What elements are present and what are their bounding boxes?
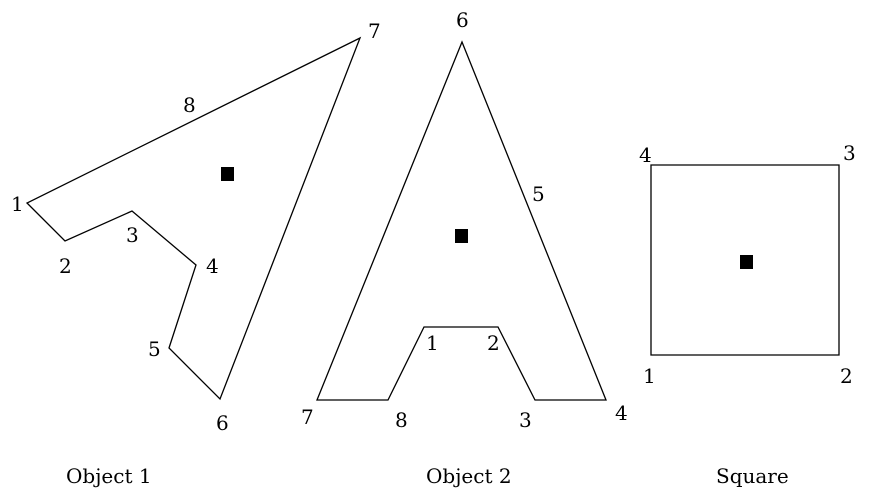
object-1-vertex-label-2: 2	[59, 254, 72, 278]
object-1-vertex-label-5: 5	[148, 337, 161, 361]
object-2-vertex-label-8: 8	[395, 408, 408, 432]
square-vertex-label-3: 3	[843, 141, 856, 165]
square-vertex-label-1: 1	[643, 364, 656, 388]
object-2-vertex-label-1: 1	[426, 331, 439, 355]
object-1-vertex-label-8: 8	[183, 93, 196, 117]
square-vertex-label-2: 2	[840, 364, 853, 388]
object-2-vertex-label-5: 5	[532, 182, 545, 206]
square-caption: Square	[716, 464, 789, 488]
square-outline	[650, 164, 840, 356]
object-1-vertex-label-1: 1	[11, 192, 24, 216]
object-1-center-marker	[221, 167, 234, 181]
square: 1 2 3 4 Square	[639, 141, 856, 488]
object-2-center-marker	[455, 229, 468, 243]
object-2-vertex-label-4: 4	[615, 401, 628, 425]
square-vertex-label-4: 4	[639, 143, 652, 167]
object-1: 1 2 3 4 5 6 7 8 Object 1	[11, 19, 381, 488]
object-1-vertex-label-7: 7	[368, 19, 381, 43]
object-2-vertex-label-2: 2	[487, 331, 500, 355]
object-2-vertex-label-3: 3	[519, 408, 532, 432]
object-1-caption: Object 1	[66, 464, 152, 488]
object-1-vertex-label-6: 6	[216, 411, 229, 435]
object-1-vertex-label-4: 4	[206, 254, 219, 278]
object-2-outline	[316, 40, 607, 401]
object-2-vertex-label-7: 7	[301, 405, 314, 429]
object-2: 1 2 3 4 5 6 7 8 Object 2	[301, 8, 628, 488]
object-2-caption: Object 2	[426, 464, 512, 488]
object-1-vertex-label-3: 3	[126, 223, 139, 247]
object-1-outline	[25, 36, 362, 401]
square-center-marker	[740, 255, 753, 269]
object-2-vertex-label-6: 6	[456, 8, 469, 32]
